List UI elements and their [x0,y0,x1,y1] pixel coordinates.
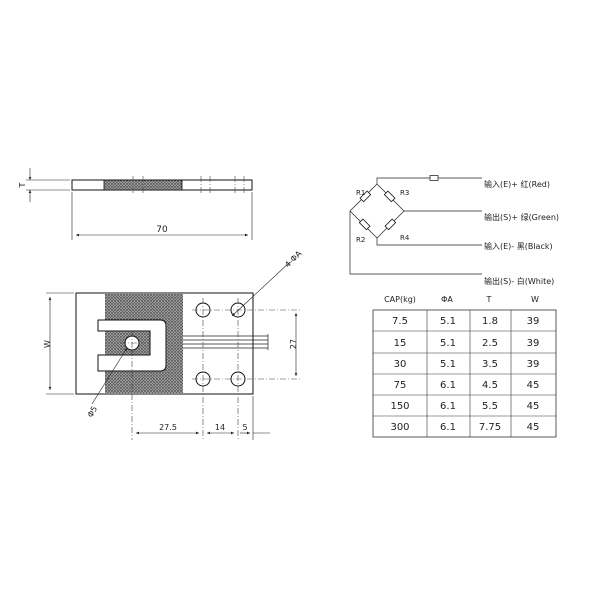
wire-green-label: 输出(S)+ 绿(Green) [484,212,559,222]
table-cell: 2.5 [482,338,498,349]
table-cell: 3.5 [482,359,498,370]
side-view-hole-lines [132,176,245,194]
u-slot [97,319,167,372]
holes-label: 4-ΦA [283,249,304,270]
length-label: 70 [156,225,168,235]
table-cell: 5.1 [440,359,456,370]
thickness-dimension: T [18,168,70,202]
table-cell: 45 [527,401,540,412]
hole-spacing-dimension: 27 [289,313,298,376]
center-hole-label: Φ5 [86,405,99,419]
table-row: 150 6.1 5.5 45 [390,401,539,412]
table-header-w: W [531,295,539,304]
table-row: 75 6.1 4.5 45 [394,380,540,391]
dim-a-label: 27.5 [159,423,177,432]
top-view: 4-ΦA Φ5 W 27 27.5 14 5 [43,249,304,440]
table-header-phia: ΦA [441,295,453,304]
holes-leader: 4-ΦA [231,249,304,317]
table-header-cap: CAP(kg) [384,295,416,304]
width-label: W [43,340,52,348]
r1-label: R1 [356,189,365,197]
bottom-dimensions: 27.5 14 5 [131,350,270,440]
table-cell: 75 [394,380,407,391]
spec-table: CAP(kg) ΦA T W 7.5 5.1 1.8 39 15 5.1 2.5… [372,295,557,438]
bridge-schematic: R1 R3 R2 R4 输入(E)+ 红(Red) 输出(S)+ 绿(Green… [349,175,559,286]
table-cell: 4.5 [482,380,498,391]
r2-label: R2 [356,236,365,244]
mounting-holes [192,298,300,440]
table-cell: 300 [390,422,409,433]
resistor-r2 [358,218,371,231]
dim-b-label: 14 [215,423,225,432]
table-cell: 7.5 [392,316,408,327]
table-cell: 30 [394,359,407,370]
table-cell: 45 [527,422,540,433]
r4-label: R4 [400,234,410,242]
table-header-t: T [486,295,492,304]
r3-label: R3 [400,189,409,197]
top-view-gauge-area [105,294,183,393]
table-cell: 15 [394,338,407,349]
hole-spacing-label: 27 [289,339,298,349]
table-cell: 39 [527,359,540,370]
table-cell: 39 [527,338,540,349]
table-cell: 6.1 [440,401,456,412]
lead-wires [183,334,269,350]
table-cell: 5.1 [440,316,456,327]
table-cell: 5.5 [482,401,498,412]
table-cell: 1.8 [482,316,498,327]
table-cell: 6.1 [440,380,456,391]
table-row: 7.5 5.1 1.8 39 [392,316,539,327]
table-cell: 5.1 [440,338,456,349]
table-cell: 150 [390,401,409,412]
wire-black-label: 输入(E)- 黑(Black) [484,241,553,251]
width-dimension: W [43,292,74,395]
table-cell: 45 [527,380,540,391]
table-row: 300 6.1 7.75 45 [390,422,539,433]
thickness-label: T [18,182,27,188]
resistor-r4 [384,218,397,231]
top-view-body [75,292,254,395]
table-row: 30 5.1 3.5 39 [394,359,540,370]
resistor-r3 [383,190,396,203]
table-cell: 6.1 [440,422,456,433]
table-cell: 7.75 [479,422,501,433]
wire-red-label: 输入(E)+ 红(Red) [484,179,550,189]
table-cell: 39 [527,316,540,327]
table-row: 15 5.1 2.5 39 [394,338,540,349]
resistor-r1 [359,190,372,203]
dim-c-label: 5 [242,423,247,432]
length-dimension: 70 [71,192,253,240]
wire-white-label: 输出(S)- 白(White) [484,276,554,286]
side-view: T 70 [18,168,253,240]
